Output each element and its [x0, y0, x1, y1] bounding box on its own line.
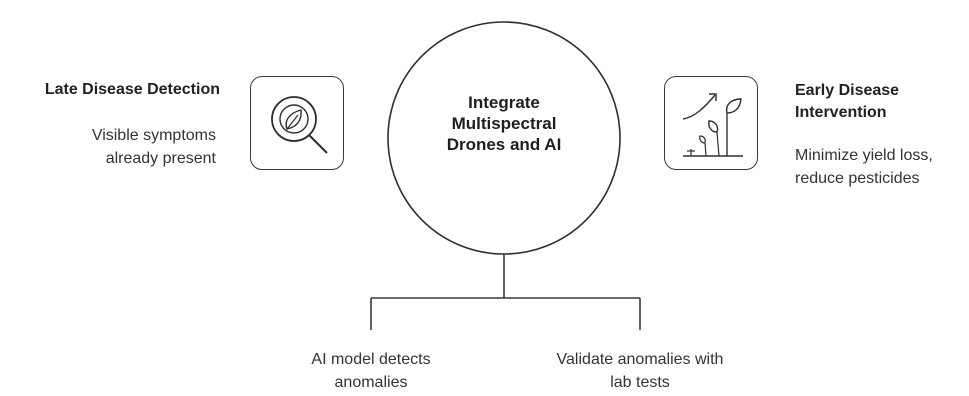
late-detection-icon-box — [250, 76, 344, 170]
center-label: Integrate Multispectral Drones and AI — [446, 93, 562, 154]
branch-label-validate: Validate anomalies with lab tests — [556, 351, 724, 391]
early-intervention-description: Minimize yield loss, reduce pesticides — [795, 147, 933, 187]
early-intervention-icon-box — [664, 76, 758, 170]
branch-label-ai-model: AI model detects anomalies — [311, 351, 431, 391]
growing-plants-icon — [682, 93, 743, 157]
late-detection-description: Visible symptoms already present — [91, 127, 216, 167]
magnifier-leaf-icon — [271, 96, 328, 154]
late-detection-title: Late Disease Detection — [44, 81, 220, 98]
early-intervention-title: Early Disease Intervention — [795, 82, 900, 121]
